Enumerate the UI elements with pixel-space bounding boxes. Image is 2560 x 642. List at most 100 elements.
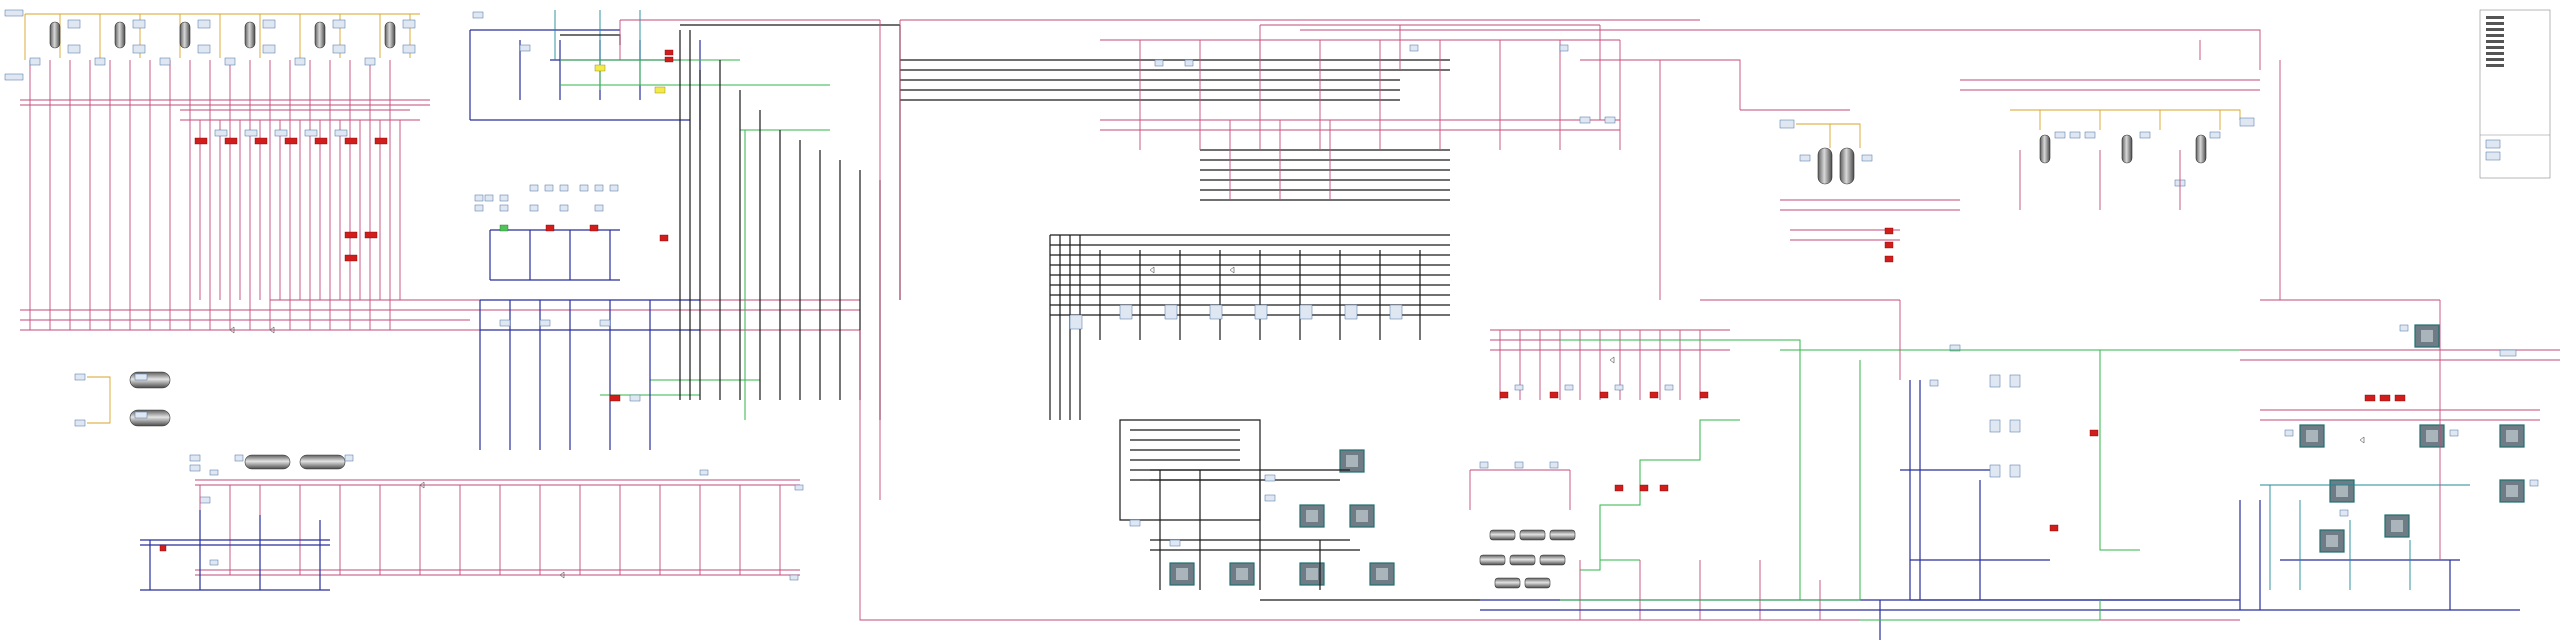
instrument-tag-icon[interactable] — [134, 411, 148, 419]
instrument-tag-icon[interactable] — [1389, 304, 1403, 320]
instrument-tag-icon[interactable] — [544, 184, 554, 192]
instrument-tag-icon[interactable] — [794, 484, 804, 491]
instrument-tag-icon[interactable] — [132, 44, 146, 54]
instrument-tag-icon[interactable] — [2485, 139, 2501, 149]
pump-icon[interactable] — [2384, 514, 2410, 538]
valve-icon[interactable] — [2359, 436, 2365, 444]
instrument-tag-icon[interactable] — [1779, 119, 1795, 129]
instrument-tag-icon[interactable] — [4, 9, 24, 17]
pump-icon[interactable] — [1299, 504, 1325, 528]
instrument-tag-icon[interactable] — [209, 469, 219, 476]
instrument-tag-icon[interactable] — [499, 194, 509, 202]
instrument-tag-icon[interactable] — [1119, 304, 1133, 320]
valve-icon[interactable] — [1149, 266, 1155, 274]
instrument-tag-icon[interactable] — [134, 373, 148, 381]
instrument-tag-icon[interactable] — [2009, 464, 2021, 478]
instrument-tag-icon[interactable] — [1989, 419, 2001, 433]
instrument-tag-icon[interactable] — [199, 496, 211, 504]
instrument-tag-icon[interactable] — [304, 129, 318, 137]
instrument-tag-icon[interactable] — [4, 73, 24, 81]
instrument-tag-icon[interactable] — [1604, 116, 1616, 124]
instrument-tag-icon[interactable] — [484, 194, 494, 202]
instrument-tag-icon[interactable] — [74, 419, 86, 427]
pump-icon[interactable] — [2414, 324, 2440, 348]
instrument-tag-icon[interactable] — [1549, 461, 1559, 469]
instrument-tag-icon[interactable] — [1129, 519, 1141, 527]
instrument-tag-icon[interactable] — [224, 57, 236, 66]
instrument-tag-icon[interactable] — [334, 129, 348, 137]
instrument-tag-icon[interactable] — [1409, 44, 1419, 52]
instrument-tag-icon[interactable] — [559, 204, 569, 212]
valve-icon[interactable] — [419, 481, 425, 489]
instrument-tag-icon[interactable] — [2499, 349, 2517, 357]
pump-icon[interactable] — [2299, 424, 2325, 448]
instrument-tag-icon[interactable] — [189, 464, 201, 472]
instrument-tag-icon[interactable] — [1861, 154, 1873, 162]
instrument-tag-icon[interactable] — [2284, 429, 2294, 437]
instrument-tag-icon[interactable] — [132, 19, 146, 29]
pump-icon[interactable] — [1339, 449, 1365, 473]
instrument-tag-icon[interactable] — [189, 454, 201, 462]
instrument-tag-icon[interactable] — [244, 129, 258, 137]
instrument-tag-icon[interactable] — [364, 57, 376, 66]
instrument-tag-icon[interactable] — [1514, 384, 1524, 391]
pump-icon[interactable] — [1369, 562, 1395, 586]
instrument-tag-icon[interactable] — [159, 57, 171, 66]
instrument-tag-icon[interactable] — [599, 319, 611, 327]
instrument-tag-icon[interactable] — [1209, 304, 1223, 320]
instrument-tag-icon[interactable] — [67, 19, 81, 29]
instrument-tag-icon[interactable] — [1564, 384, 1574, 391]
instrument-tag-icon[interactable] — [499, 204, 509, 212]
instrument-tag-icon[interactable] — [594, 204, 604, 212]
instrument-tag-icon[interactable] — [262, 44, 276, 54]
instrument-tag-icon[interactable] — [2209, 131, 2221, 139]
instrument-tag-icon[interactable] — [1164, 304, 1178, 320]
instrument-tag-icon[interactable] — [2485, 151, 2501, 161]
instrument-tag-icon[interactable] — [332, 19, 346, 29]
instrument-tag-icon[interactable] — [699, 469, 709, 476]
valve-icon[interactable] — [269, 326, 275, 334]
pump-icon[interactable] — [2419, 424, 2445, 448]
instrument-tag-icon[interactable] — [1559, 44, 1569, 52]
instrument-tag-icon[interactable] — [1614, 384, 1624, 391]
instrument-tag-icon[interactable] — [474, 194, 484, 202]
instrument-tag-icon[interactable] — [402, 19, 416, 29]
instrument-tag-icon[interactable] — [274, 129, 288, 137]
instrument-tag-icon[interactable] — [2009, 374, 2021, 388]
instrument-tag-icon[interactable] — [74, 373, 86, 381]
instrument-tag-icon[interactable] — [29, 57, 41, 66]
instrument-tag-icon[interactable] — [1299, 304, 1313, 320]
instrument-tag-icon[interactable] — [2139, 131, 2151, 139]
instrument-tag-icon[interactable] — [529, 204, 539, 212]
instrument-tag-icon[interactable] — [332, 44, 346, 54]
pump-icon[interactable] — [1229, 562, 1255, 586]
instrument-tag-icon[interactable] — [629, 394, 641, 402]
instrument-tag-icon[interactable] — [1254, 304, 1268, 320]
pump-icon[interactable] — [2319, 529, 2345, 553]
instrument-tag-icon[interactable] — [2069, 131, 2081, 139]
instrument-tag-icon[interactable] — [539, 319, 551, 327]
instrument-tag-icon[interactable] — [559, 184, 569, 192]
instrument-tag-icon[interactable] — [197, 19, 211, 29]
instrument-tag-icon[interactable] — [234, 454, 244, 462]
instrument-tag-icon[interactable] — [474, 204, 484, 212]
instrument-tag-icon[interactable] — [1264, 494, 1276, 502]
valve-icon[interactable] — [1609, 356, 1615, 364]
instrument-tag-icon[interactable] — [209, 559, 219, 566]
instrument-tag-icon[interactable] — [344, 454, 354, 462]
pump-icon[interactable] — [1169, 562, 1195, 586]
instrument-tag-icon[interactable] — [1069, 314, 1083, 330]
valve-icon[interactable] — [1229, 266, 1235, 274]
instrument-tag-icon[interactable] — [472, 11, 484, 19]
instrument-tag-icon[interactable] — [1154, 59, 1164, 67]
instrument-tag-icon[interactable] — [1169, 539, 1181, 547]
instrument-tag-icon[interactable] — [1929, 379, 1939, 387]
instrument-tag-icon[interactable] — [1344, 304, 1358, 320]
instrument-tag-icon[interactable] — [94, 57, 106, 66]
instrument-tag-icon[interactable] — [654, 86, 666, 94]
instrument-tag-icon[interactable] — [579, 184, 589, 192]
valve-icon[interactable] — [229, 326, 235, 334]
instrument-tag-icon[interactable] — [1989, 464, 2001, 478]
instrument-tag-icon[interactable] — [594, 184, 604, 192]
instrument-tag-icon[interactable] — [2239, 117, 2255, 127]
